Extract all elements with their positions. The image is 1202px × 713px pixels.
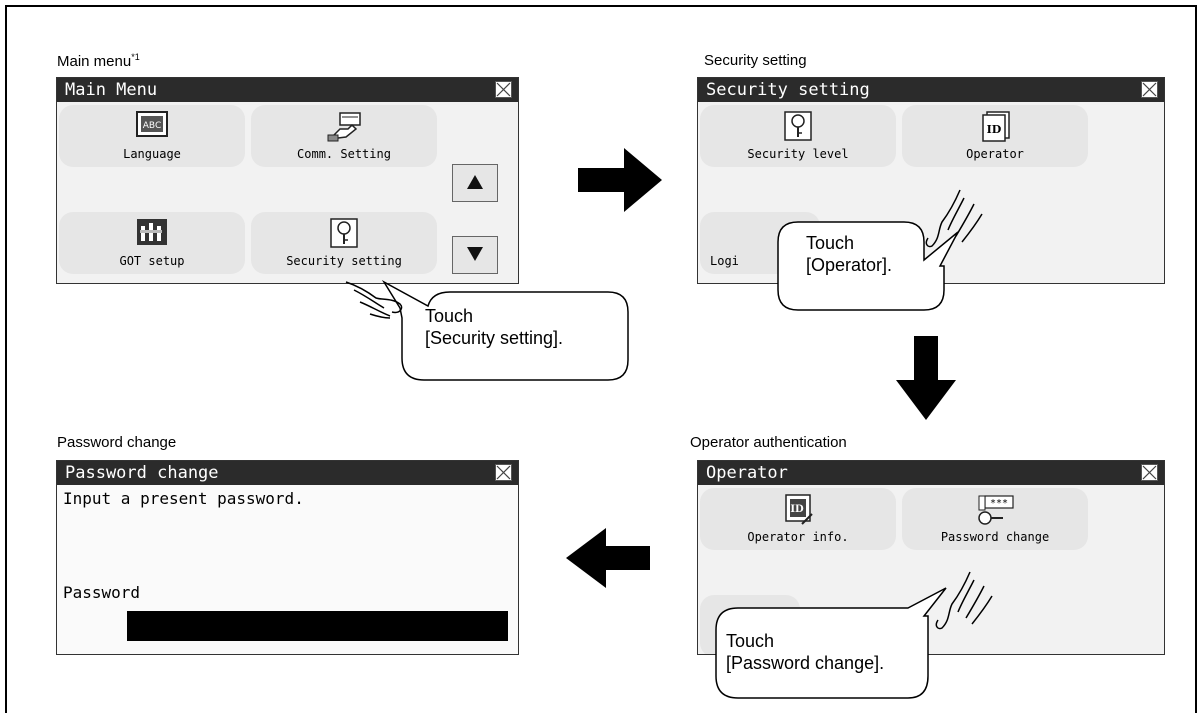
password-input[interactable] xyxy=(127,611,508,641)
arrow-right-icon xyxy=(578,148,662,212)
arrow-down-icon xyxy=(896,336,956,420)
arrow-up-icon xyxy=(467,175,483,189)
main-menu-screen: Main Menu ABC Language Comm. Setting GOT… xyxy=(56,77,519,284)
abc-screen-icon: ABC xyxy=(136,111,168,142)
caption-security-setting: Security setting xyxy=(704,52,807,69)
language-button[interactable]: ABC Language xyxy=(59,105,245,167)
operator-title: Operator xyxy=(706,463,788,483)
password-field-label: Password xyxy=(63,583,141,602)
svg-text:ABC: ABC xyxy=(143,121,161,131)
pointing-hand-icon xyxy=(925,189,983,248)
security-titlebar: Security setting xyxy=(698,78,1164,102)
callout-text-security: Touch [Security setting]. xyxy=(425,306,564,348)
comm-setting-label: Comm. Setting xyxy=(297,147,391,161)
password-change-screen: Password change Input a present password… xyxy=(56,460,519,655)
language-label: Language xyxy=(123,147,181,161)
id-card-edit-icon: ID xyxy=(782,494,814,529)
comm-setting-button[interactable]: Comm. Setting xyxy=(251,105,437,167)
callout-bubble xyxy=(381,279,629,381)
caption-main-menu: Main menu*1 xyxy=(57,52,140,70)
operator-info-label: Operator info. xyxy=(747,530,849,544)
security-title: Security setting xyxy=(706,80,870,100)
security-level-label: Security level xyxy=(747,147,849,161)
operator-titlebar: Operator xyxy=(698,461,1164,485)
password-change-label: Password change xyxy=(940,530,1050,544)
password-key-icon: *** xyxy=(975,494,1015,529)
operator-info-button[interactable]: ID Operator info. xyxy=(700,488,896,550)
operator-label: Operator xyxy=(966,147,1024,161)
got-setup-label: GOT setup xyxy=(119,254,185,268)
arrow-left-icon xyxy=(566,528,650,588)
figure-frame xyxy=(5,5,1197,713)
pointing-hand-icon xyxy=(935,571,993,630)
main-menu-title: Main Menu xyxy=(65,80,158,100)
callout-text-operator: Touch [Operator]. xyxy=(806,233,893,275)
arrow-down-icon xyxy=(467,247,483,261)
callout-bubble xyxy=(715,587,947,699)
key-icon xyxy=(330,218,358,253)
pointing-hand-icon xyxy=(345,281,403,319)
close-icon[interactable] xyxy=(1141,81,1158,98)
password-change-button[interactable]: *** Password change xyxy=(902,488,1088,550)
caption-operator-auth: Operator authentication xyxy=(690,434,847,451)
svg-text:***: *** xyxy=(990,498,1008,509)
tools-panel-icon xyxy=(136,218,168,251)
password-title: Password change xyxy=(65,463,219,483)
cable-connector-icon xyxy=(326,111,362,146)
operator-screen: Operator ID Operator info. *** Password … xyxy=(697,460,1165,655)
close-icon[interactable] xyxy=(1141,464,1158,481)
close-icon[interactable] xyxy=(495,464,512,481)
security-setting-screen: Security setting Security level ID Opera… xyxy=(697,77,1165,284)
close-icon[interactable] xyxy=(495,81,512,98)
security-level-button[interactable]: Security level xyxy=(700,105,896,167)
id-card-icon: ID xyxy=(979,111,1011,146)
callout-bubble xyxy=(777,221,959,311)
caption-password-change: Password change xyxy=(57,434,177,451)
login-logout-label: Logi xyxy=(710,254,739,268)
security-setting-button[interactable]: Security setting xyxy=(251,212,437,274)
svg-text:ID: ID xyxy=(790,504,804,515)
security-setting-label: Security setting xyxy=(286,254,402,268)
password-prompt: Input a present password. xyxy=(63,489,304,508)
scroll-up-button[interactable] xyxy=(452,164,498,202)
password-titlebar: Password change xyxy=(57,461,518,485)
got-setup-button[interactable]: GOT setup xyxy=(59,212,245,274)
operator-button[interactable]: ID Operator xyxy=(902,105,1088,167)
scroll-down-button[interactable] xyxy=(452,236,498,274)
svg-text:ID: ID xyxy=(987,123,1002,136)
main-menu-titlebar: Main Menu xyxy=(57,78,518,102)
callout-text-password: Touch [Password change]. xyxy=(726,631,885,673)
key-icon xyxy=(784,111,812,146)
